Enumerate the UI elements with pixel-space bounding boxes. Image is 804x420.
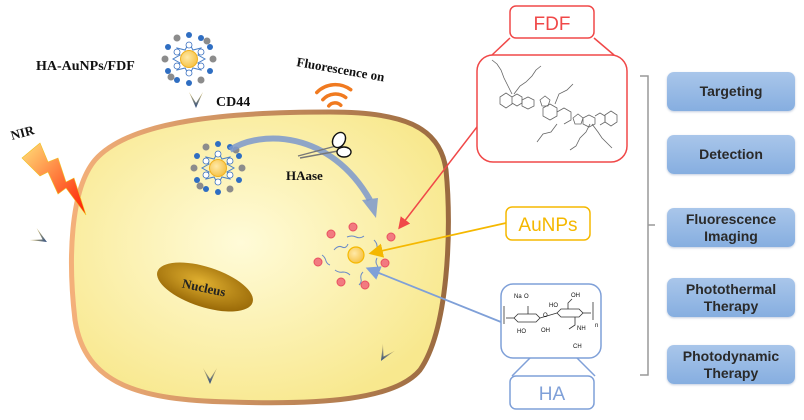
ha-atom-label: n [595,323,598,329]
cd44-label: CD44 [216,95,250,110]
ha-atom-label: OH [541,328,550,334]
fluorescence-emission-icon [315,82,353,108]
function-label: Detection [699,146,763,162]
nucleus: Nucleus [157,262,253,312]
functions-bracket [640,75,655,376]
function-label: Photodynamic [682,347,780,364]
ha-atom-label: CH [573,344,582,350]
released-components [313,222,396,290]
scissors-icon [297,131,352,159]
ha-structure [503,298,594,330]
ha-atom-label: O [524,294,529,300]
fdf-structure [491,59,618,151]
function-targeting: Targeting [667,72,795,111]
function-label: Targeting [699,83,763,99]
nir-label: NIR [9,122,36,143]
ha-atom-label: OH [571,293,580,299]
ha-callout: HA Na O OH HO O OH HO NH CH n [500,283,602,410]
fdf-callout: FDF [476,5,628,163]
function-label: Photothermal [685,280,777,297]
ha-label: HA [539,384,566,405]
nanoparticle-icon [161,31,217,87]
cell-membrane [69,109,451,406]
nanoparticle-label: HA-AuNPs/FDF [36,59,135,74]
ha-arrow [365,266,502,323]
fdf-label: FDF [534,14,571,35]
nir-lightning-icon [21,142,87,216]
ha-atom-label: HO [549,303,558,309]
fluorescence-on-label: Fluorescence on [295,54,386,84]
ha-atom-label: NH [577,326,586,332]
aunps-arrow [368,222,507,258]
ha-atom-label: HO [517,329,526,335]
cd44-receptor-icon [29,227,51,249]
cd44-receptor-icon [189,92,203,108]
fdf-arrow [398,109,491,230]
ha-atom-label: O [543,313,548,319]
function-label: Therapy [703,297,759,314]
function-label: Imaging [704,227,758,244]
internalization-arrow [228,135,373,202]
ha-atom-label: Na [514,294,522,300]
function-label: Therapy [703,364,759,381]
function-label: Fluorescence [685,210,777,227]
aunps-label: AuNPs [518,215,577,236]
function-detection: Detection [667,135,795,174]
haase-label: HAase [286,168,323,183]
aunps-callout: AuNPs [505,206,591,241]
